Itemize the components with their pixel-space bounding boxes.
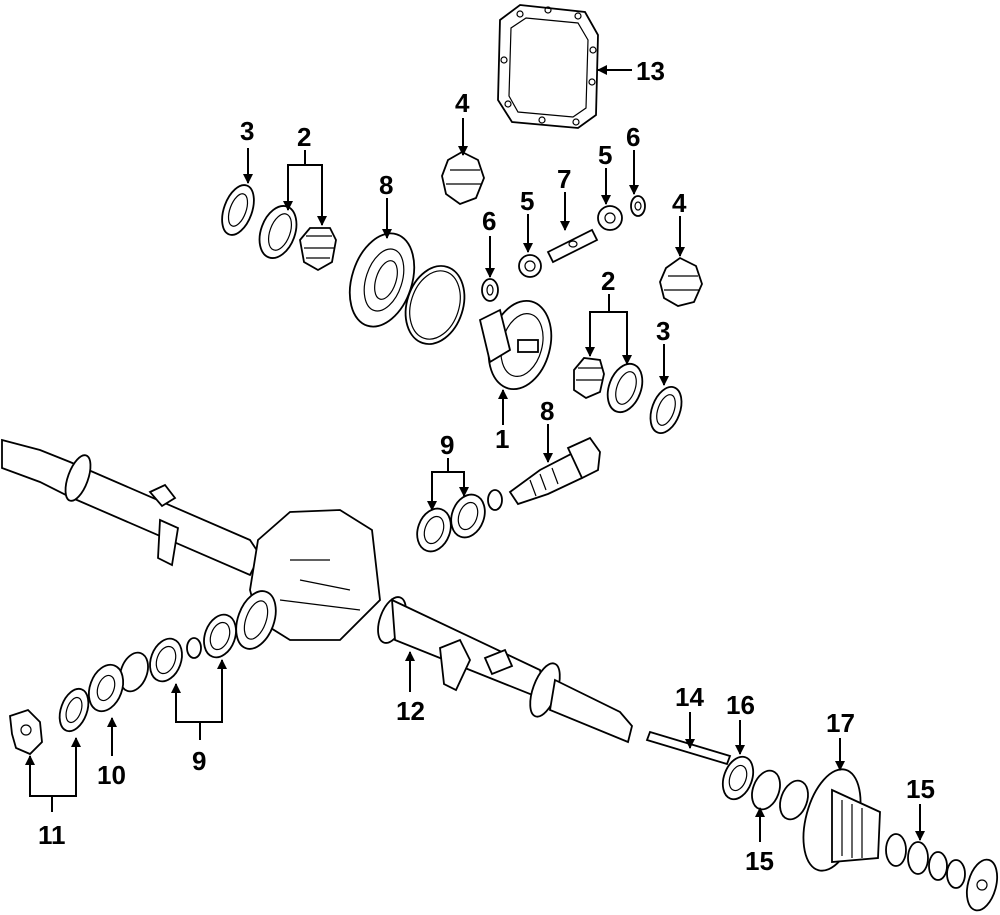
cover-gasket-part [497, 4, 599, 129]
yoke-seal-part [58, 687, 90, 733]
side-gear-part-right [659, 256, 703, 307]
ring-gear-part [348, 232, 416, 328]
callout-10: 10 [97, 760, 126, 790]
callout-8-upper: 8 [379, 170, 393, 200]
callout-14: 14 [675, 682, 704, 712]
callout-16: 16 [726, 690, 755, 720]
spacer-ring-part [119, 651, 149, 693]
side-gear-part [441, 150, 485, 206]
callout-15-right: 15 [906, 774, 935, 804]
bearing-cone-part [299, 227, 337, 272]
callout-11: 11 [38, 820, 66, 850]
drive-pinion-part [508, 436, 601, 506]
callout-3-right: 3 [656, 316, 670, 346]
callout-4-right: 4 [672, 188, 687, 218]
shim-ring-part [404, 265, 466, 345]
pinion-gear-part-right [597, 205, 623, 231]
bearing-cup-part [258, 205, 298, 259]
callout-8-lower: 8 [540, 396, 554, 426]
axle-bearing-cup-part [149, 637, 183, 683]
axle-shaft-part [645, 730, 732, 766]
axle-washer-part [186, 637, 202, 659]
axle-bearing-part [203, 613, 237, 659]
bearing-race-part-right [649, 386, 683, 434]
callout-15-lower: 15 [745, 846, 774, 876]
pinion-bearing-part [450, 493, 486, 539]
bearing-race-part [221, 184, 255, 236]
callout-17: 17 [826, 708, 855, 738]
callout-5-right: 5 [598, 140, 612, 170]
shaft-bearing-part [751, 769, 809, 821]
hub-bearing-part [885, 833, 966, 889]
pinion-gear-part [518, 254, 542, 278]
callout-2-left: 2 [297, 122, 311, 152]
thrust-washer-part-right [630, 195, 646, 217]
callout-6-left: 6 [482, 206, 496, 236]
callout-4-top: 4 [455, 88, 470, 118]
callout-3-left: 3 [240, 116, 254, 146]
seal-part [87, 663, 125, 713]
hub-end-flange-part [965, 858, 999, 912]
shaft-seal-part [721, 755, 755, 801]
callout-9-lower: 9 [192, 746, 206, 776]
pinion-washer-part [487, 489, 503, 511]
callout-13: 13 [636, 56, 665, 86]
callout-labels: 13 4 3 2 8 6 5 7 5 6 4 2 3 1 8 9 12 9 10… [38, 56, 935, 876]
bearing-cone-part-right [573, 357, 605, 400]
callout-1: 1 [495, 424, 509, 454]
thrust-washer-part [481, 278, 499, 302]
callout-2-right: 2 [601, 266, 615, 296]
callout-5-left: 5 [520, 186, 534, 216]
callout-6-right: 6 [626, 122, 640, 152]
leader-lines [25, 65, 925, 842]
bearing-cup-part-right [606, 362, 644, 414]
callout-9-upper: 9 [440, 430, 454, 460]
callout-7: 7 [557, 164, 571, 194]
callout-12: 12 [396, 696, 425, 726]
cross-shaft-part [546, 228, 599, 264]
axle-housing-part [1, 438, 633, 744]
hub-flange-part [802, 768, 881, 872]
yoke-flange-part [9, 708, 43, 756]
differential-case-part [478, 299, 553, 391]
pinion-bearing-cup-part [416, 507, 452, 553]
